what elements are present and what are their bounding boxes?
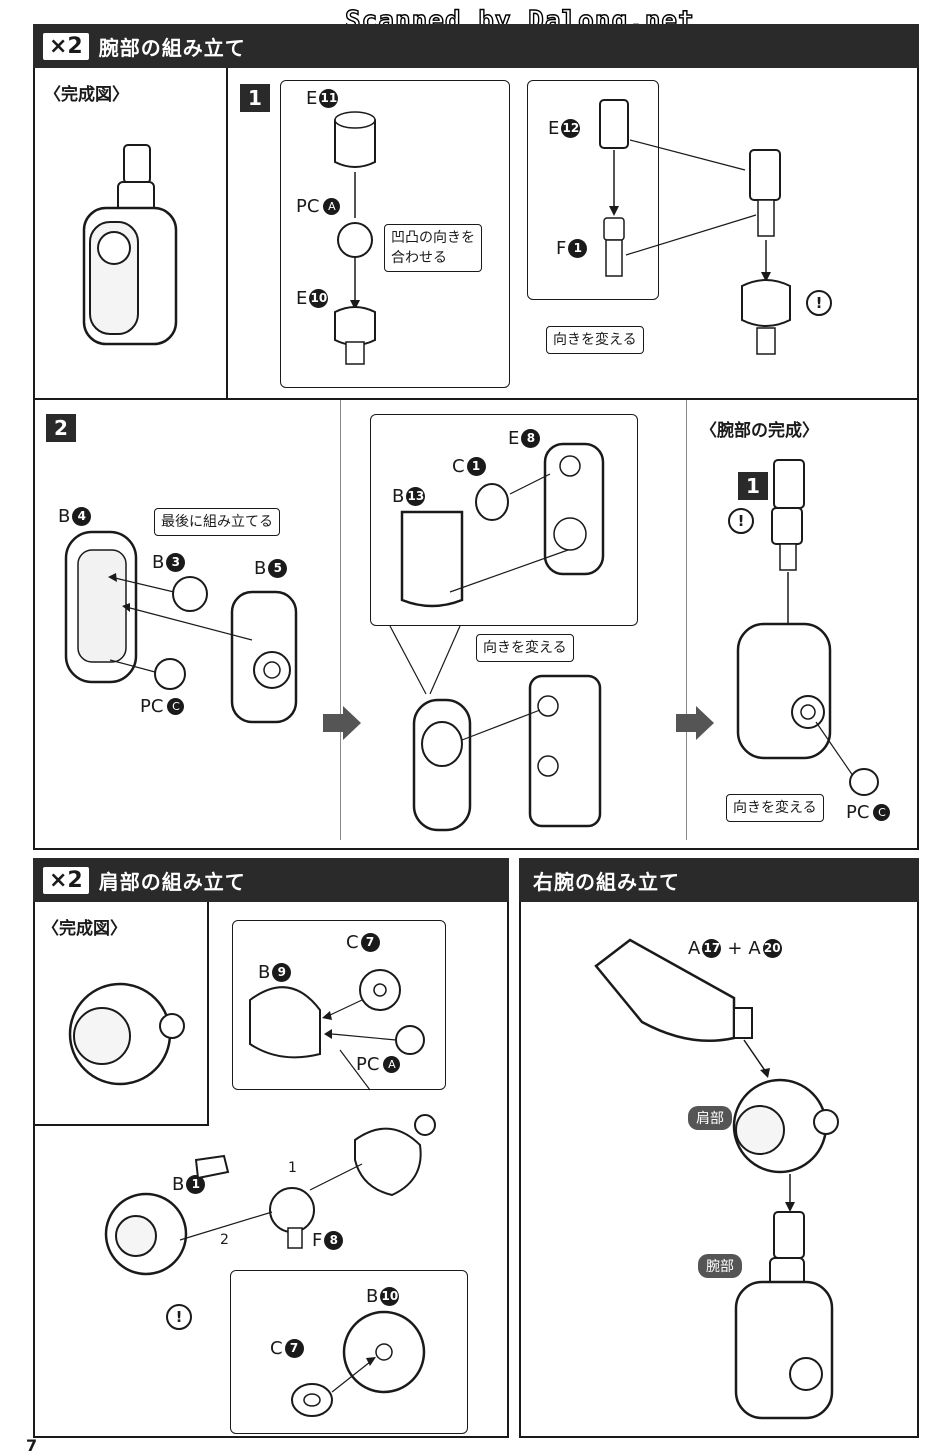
- step2-middle-illustration: [389, 442, 605, 832]
- divider: [226, 68, 228, 398]
- multiplier-badge: ×2: [43, 32, 89, 60]
- arm-section-header: ×2 腕部の組み立て: [33, 24, 919, 68]
- completed-view-box: [33, 902, 209, 1126]
- completed-label: 〈完成図〉: [44, 85, 129, 105]
- assembly-order-2: 2: [220, 1232, 229, 1248]
- warning-icon: !: [728, 508, 754, 534]
- shoulder-complete-illustration: [68, 982, 185, 1086]
- step2-left-illustration: [64, 530, 298, 724]
- callout-assemble-last: 最後に組み立てる: [154, 508, 280, 536]
- divider: [686, 400, 687, 840]
- flow-arrow: [676, 706, 714, 740]
- multiplier-badge: ×2: [43, 866, 89, 894]
- callout-align-notches: 凹凸の向きを 合わせる: [384, 224, 482, 272]
- arm-chip: 腕部: [698, 1254, 742, 1278]
- step2-detail-box: [370, 414, 638, 626]
- assembly-order-1: 1: [288, 1160, 297, 1176]
- completed-label: 〈完成図〉: [42, 919, 127, 939]
- section-title: 腕部の組み立て: [98, 35, 246, 60]
- shoulder-chip: 肩部: [688, 1106, 732, 1130]
- shoulder-parts-illustration: [104, 969, 436, 1276]
- arm-complete-step-illustration: [736, 459, 861, 787]
- step1-left-box: [280, 80, 510, 388]
- warning-icon: !: [806, 290, 832, 316]
- step-number: 2: [46, 414, 76, 442]
- right-arm-section-panel: [519, 858, 919, 1438]
- step-number: 1: [240, 84, 270, 112]
- shoulder-section-panel: [33, 858, 509, 1438]
- shoulder-cap-illustration: [291, 1310, 426, 1417]
- page-number: 7: [26, 1436, 38, 1455]
- right-arm-illustration: [594, 938, 839, 1420]
- divider: [33, 398, 919, 400]
- step1-right-box: [527, 80, 659, 300]
- flow-arrow: [323, 706, 361, 740]
- reference-step-number: 1: [738, 472, 768, 500]
- shoulder-section-header: ×2 肩部の組み立て: [33, 858, 509, 902]
- shoulder-cap-box: [230, 1270, 468, 1434]
- section-title: 右腕の組み立て: [533, 869, 680, 894]
- callout-turn-direction: 向きを変える: [476, 634, 574, 662]
- divider: [340, 400, 341, 840]
- callout-turn-direction: 向きを変える: [546, 326, 644, 354]
- shoulder-detail-box: [232, 920, 446, 1090]
- arm-complete-illustration: [82, 144, 178, 346]
- callout-turn-direction: 向きを変える: [726, 794, 824, 822]
- section-title: 肩部の組み立て: [98, 869, 246, 894]
- arm-complete-label: 〈腕部の完成〉: [700, 421, 819, 441]
- warning-icon: !: [166, 1304, 192, 1330]
- step1-parts-illustration: [334, 99, 791, 365]
- pc-c-ball: [849, 768, 879, 796]
- right-arm-section-header: 右腕の組み立て: [519, 858, 919, 902]
